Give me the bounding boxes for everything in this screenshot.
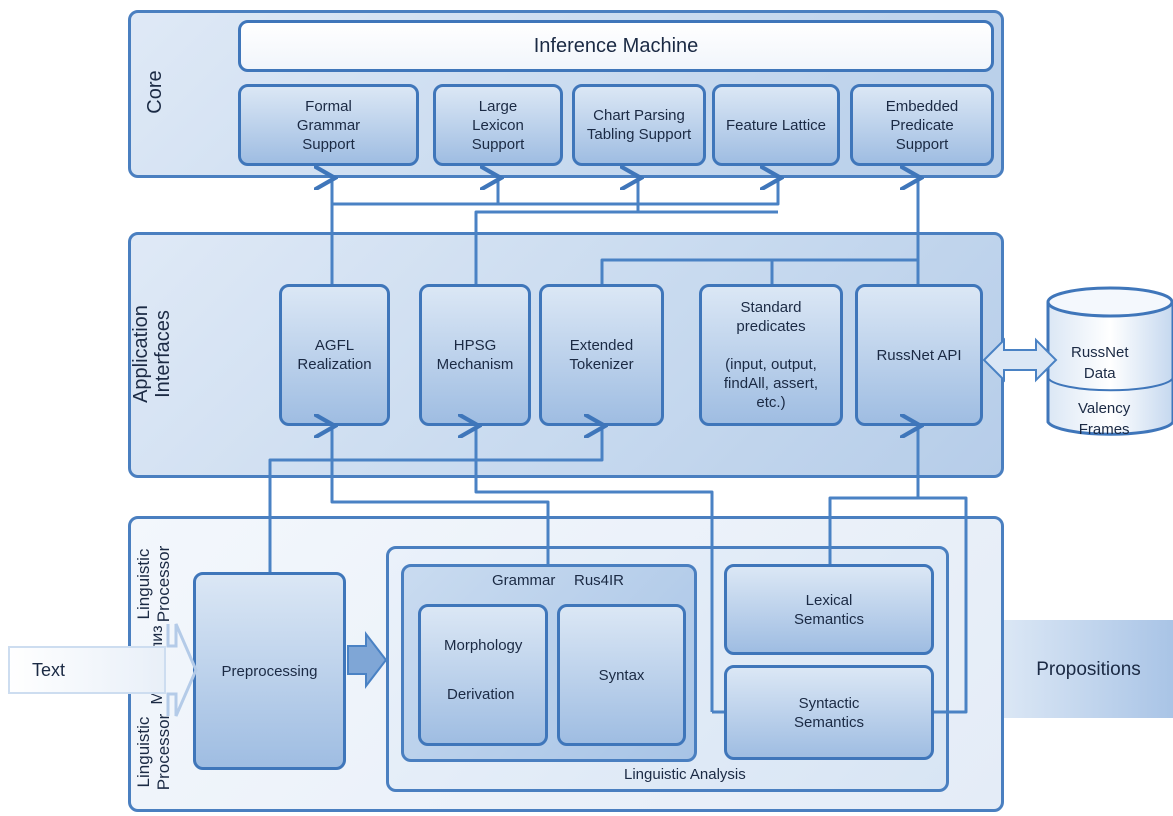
derivation-label: Derivation	[447, 686, 515, 703]
inference-machine: Inference Machine	[238, 20, 994, 72]
api-module-tokenizer: Extended Tokenizer	[539, 284, 664, 426]
russnet-data-label: RussNet Data	[1071, 344, 1129, 382]
preprocessing-box: Preprocessing	[193, 572, 346, 770]
morphology-box	[418, 604, 548, 746]
propositions-output: Propositions	[1004, 620, 1173, 718]
core-module-large-lexicon: Large Lexicon Support	[433, 84, 563, 166]
lexical-semantics-box: Lexical Semantics	[724, 564, 934, 655]
core-module-formal-grammar: Formal Grammar Support	[238, 84, 419, 166]
core-module-embedded-predicate: Embedded Predicate Support	[850, 84, 994, 166]
api-module-standard-predicates: Standard predicates (input, output, find…	[699, 284, 843, 426]
rus4ir-label: Rus4IR	[574, 572, 625, 589]
linguistic-analysis-label: Linguistic Analysis	[624, 766, 746, 783]
core-module-feature-lattice: Feature Lattice	[712, 84, 840, 166]
api-module-russnet: RussNet API	[855, 284, 983, 426]
text-input: Text	[8, 646, 166, 694]
valency-frames-label: Valency Frames	[1078, 400, 1131, 438]
api-module-agfl: AGFL Realization	[279, 284, 390, 426]
syntactic-semantics-box: Syntactic Semantics	[724, 665, 934, 760]
syntax-box: Syntax	[557, 604, 686, 746]
morphology-label: Morphology	[444, 637, 523, 654]
grammar-label: Grammar	[492, 572, 556, 589]
core-module-chart-parsing: Chart Parsing Tabling Support	[572, 84, 706, 166]
